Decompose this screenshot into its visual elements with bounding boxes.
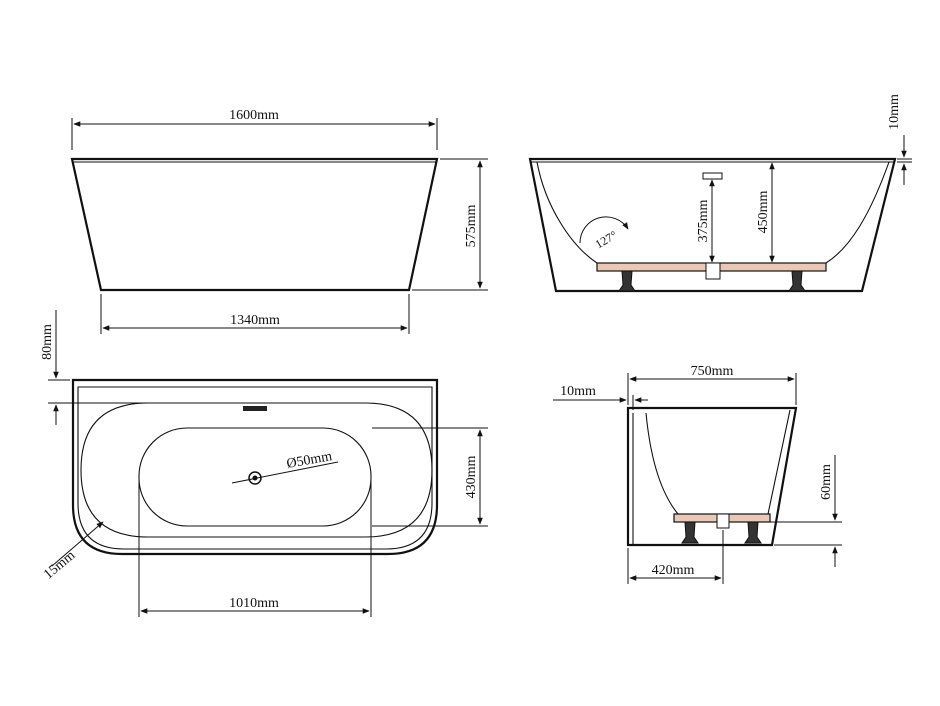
side-inner-depth-label: 375mm [696,200,711,243]
side-foot-left [618,270,636,292]
front-view-outline [70,157,439,292]
top-view: Ø50mm 80mm 15mm 430mm 1010mm [40,310,488,617]
side-outer-shell [528,157,897,293]
corner-rim-leader [51,521,104,567]
side-total-depth-label: 450mm [756,191,771,234]
end-section: 750mm 10mm 60mm 420mm [553,364,842,584]
back-panel-label: 80mm [40,324,55,360]
top-view-rim [77,386,433,550]
side-overflow [702,172,723,180]
end-inner-front [767,409,791,515]
side-rim-label: 10mm [887,94,902,130]
drain-leader [231,461,339,484]
corner-rim-label: 15mm [41,548,78,583]
front-bottom-label: 1340mm [230,313,280,328]
end-foot-label: 60mm [819,464,834,500]
top-view-basin [138,427,372,527]
end-width-label: 750mm [691,364,734,379]
side-inner-wall-right [825,161,890,264]
end-foot-left [681,521,699,544]
end-base-label: 420mm [652,563,695,578]
side-inner-wall-left [536,161,598,264]
side-angle-label: 127° [593,228,620,252]
end-foot-right [744,521,762,544]
front-width-label: 1600mm [229,108,279,123]
top-view-outer [71,378,439,556]
end-inner-curve [645,412,679,515]
top-view-inner-bowl [80,402,433,538]
basin-width-label: 430mm [464,456,479,499]
drain-label: Ø50mm [285,449,333,472]
end-drain [716,513,730,529]
end-rim-label: 10mm [560,384,596,399]
front-height-label: 575mm [464,205,479,248]
side-section: 375mm 450mm 127° 10mm [528,94,912,293]
side-foot-right [788,270,806,292]
side-angle-arc [579,216,629,244]
end-outer-shell [626,406,798,547]
front-view: 1600mm 575mm 1340mm [70,108,488,334]
top-view-overflow [243,406,267,411]
basin-length-label: 1010mm [229,596,279,611]
side-drain [705,262,721,280]
